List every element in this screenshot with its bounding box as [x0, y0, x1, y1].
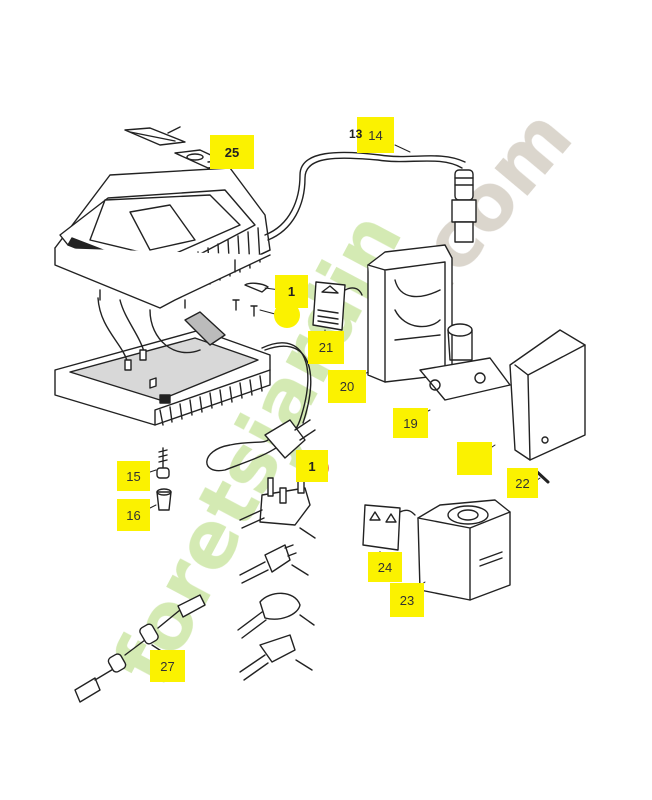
- callout-label: 19: [403, 415, 418, 431]
- callout-label: 16: [126, 507, 141, 523]
- callout-18: [457, 442, 492, 475]
- power-cable-with-connector: [206, 342, 316, 472]
- au-plug: [237, 592, 315, 639]
- callout-24: 24: [368, 552, 402, 582]
- usb-cable: [74, 594, 206, 703]
- callout-label: 1: [308, 458, 316, 474]
- callout-20: 20: [328, 370, 366, 403]
- callout-label: 22: [515, 475, 530, 491]
- charger-housing-top: [54, 167, 271, 309]
- callout-label: 23: [399, 592, 415, 608]
- callout-label: 14: [368, 127, 383, 143]
- charger-cable: [264, 151, 477, 243]
- bushing: [156, 488, 172, 511]
- callout-13: 13: [349, 127, 363, 141]
- callout-label: 24: [377, 559, 393, 575]
- callout-1-plug: 1: [296, 450, 328, 482]
- callout-19: 19: [393, 408, 428, 438]
- battery-pack: [417, 499, 511, 601]
- callout-27: 27: [150, 650, 185, 682]
- screw: [156, 447, 170, 479]
- callout-15: 15: [117, 461, 150, 491]
- callout-14: 14: [357, 117, 394, 153]
- callout-22: 22: [507, 468, 538, 498]
- callout-21: 21: [308, 331, 344, 364]
- charger-base-pcb: [54, 297, 271, 426]
- label-plate: [312, 281, 363, 331]
- cn-plug: [239, 634, 313, 681]
- callout-label: 20: [339, 379, 355, 394]
- holder-frame: [419, 323, 511, 401]
- callout-label: 1: [287, 284, 296, 299]
- callout-label: 25: [224, 144, 240, 160]
- battery-holder: [367, 244, 453, 383]
- callout-dot: [274, 302, 300, 328]
- callout-16: 16: [117, 499, 150, 531]
- callout-25: 25: [210, 135, 254, 169]
- us-plug: [239, 544, 309, 584]
- battery-cover: [509, 329, 586, 461]
- screw: [232, 282, 269, 317]
- callout-label: 21: [318, 340, 334, 355]
- callout-label: 27: [160, 658, 175, 674]
- warning-label: [362, 504, 416, 564]
- callout-23: 23: [390, 583, 424, 617]
- callout-label: 15: [126, 468, 141, 484]
